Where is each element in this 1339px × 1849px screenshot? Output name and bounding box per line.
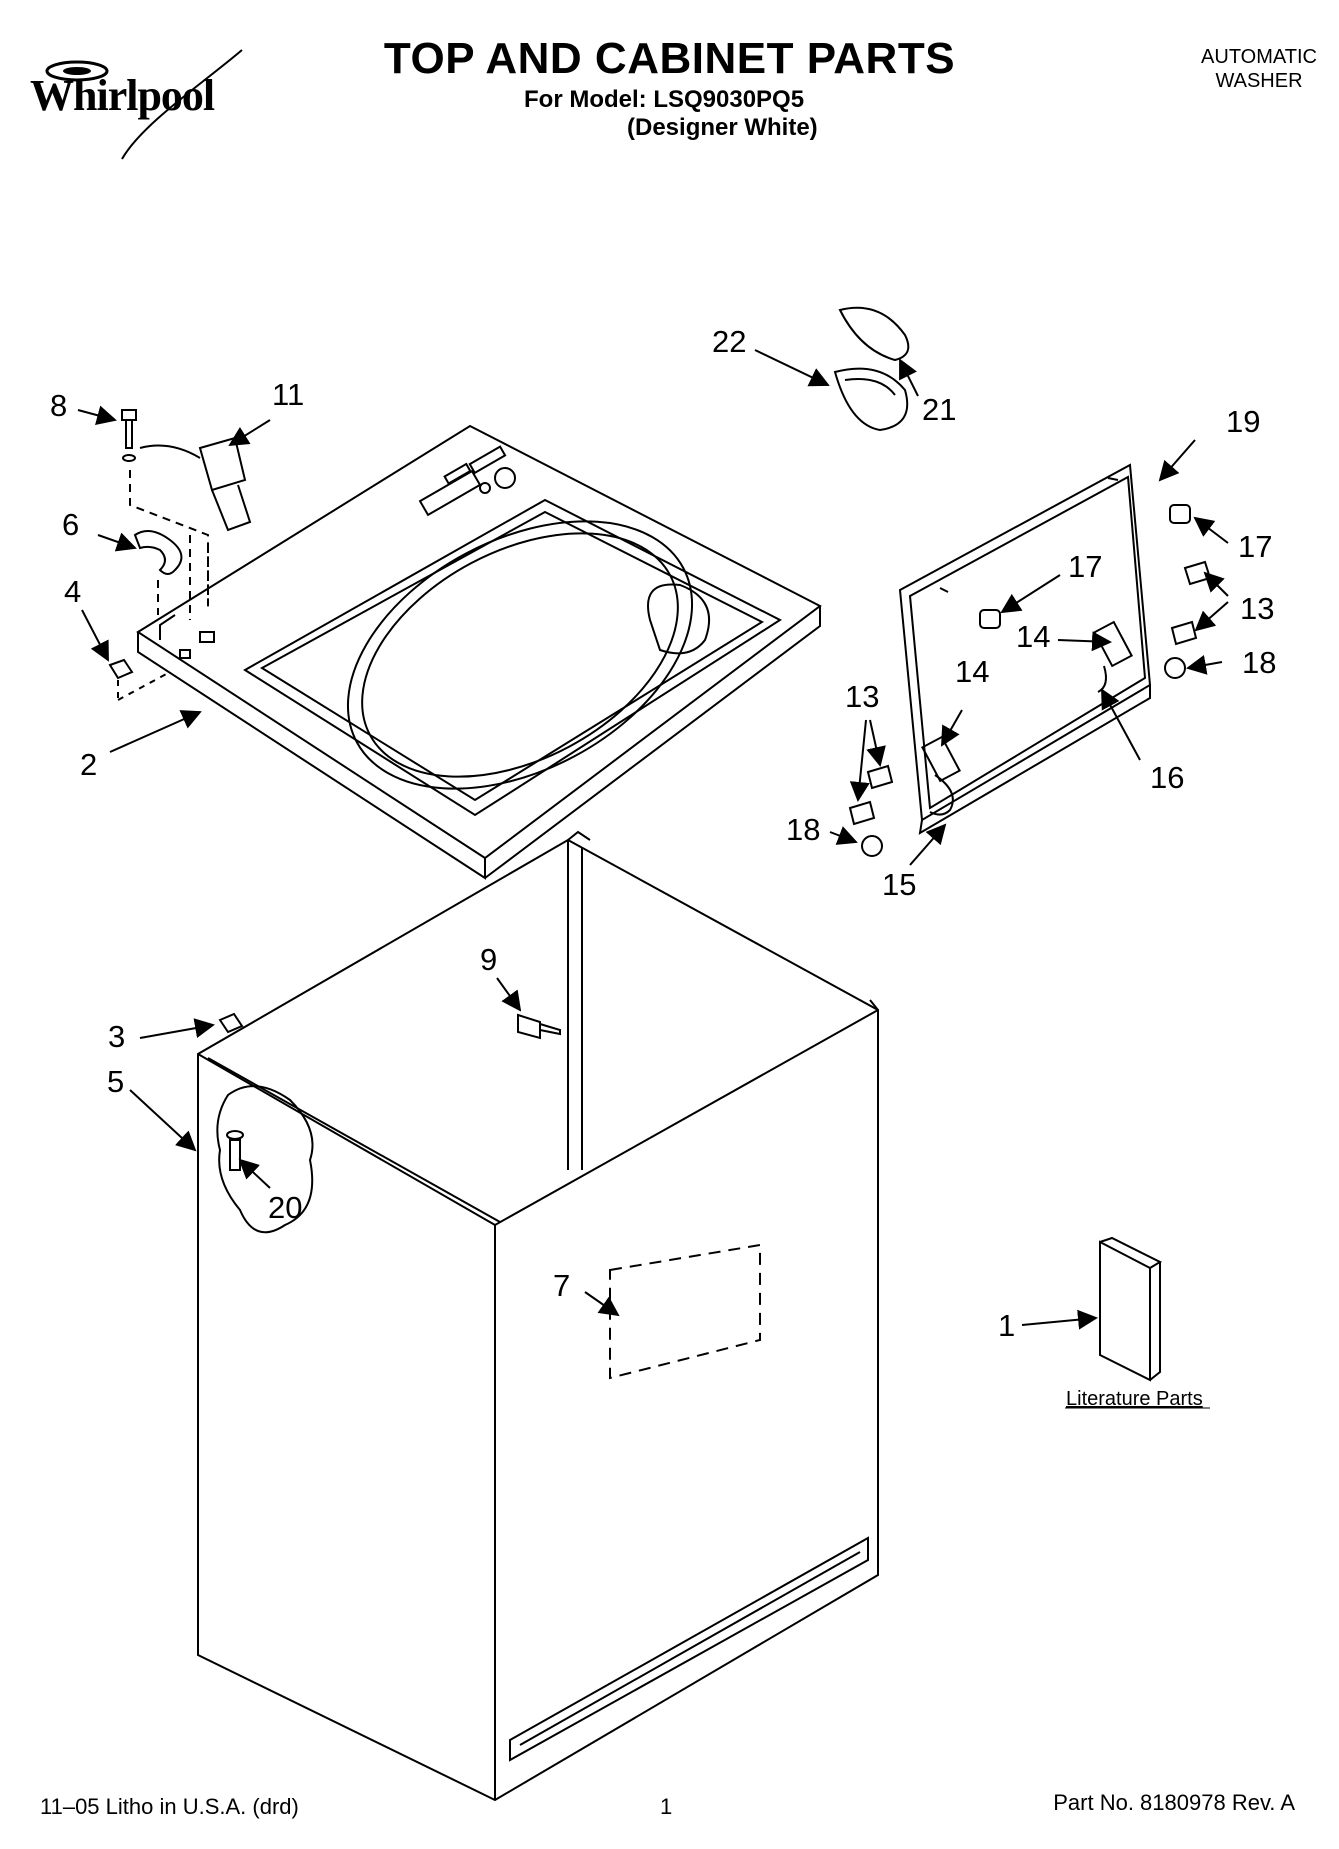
lid-19	[898, 463, 1152, 835]
callout-16: 16	[1150, 760, 1184, 795]
callout-17a: 17	[1238, 529, 1272, 564]
callout-1: 1	[998, 1308, 1015, 1343]
part-number: Part No. 8180978 Rev. A	[1053, 1790, 1295, 1815]
callout-6: 6	[62, 507, 79, 542]
callout-4: 4	[64, 574, 81, 609]
fasteners-right	[848, 504, 1212, 857]
callout-7: 7	[553, 1268, 570, 1303]
footer-litho: 11–05 Litho in U.S.A. (drd)	[40, 1794, 299, 1819]
top-panel	[136, 424, 822, 880]
callout-9: 9	[480, 942, 497, 977]
callout-8: 8	[50, 388, 67, 423]
product-type-line2: WASHER	[1215, 70, 1303, 92]
callout-3: 3	[108, 1019, 125, 1054]
callout-15: 15	[882, 867, 916, 902]
lid-switch	[139, 436, 252, 532]
cabinet	[197, 830, 879, 1802]
callout-22: 22	[712, 324, 746, 359]
callout-18b: 18	[786, 812, 820, 847]
model-variant: (Designer White)	[627, 114, 818, 141]
callout-2: 2	[80, 747, 97, 782]
literature-parts-label: Literature Parts	[1066, 1388, 1203, 1410]
callout-20: 20	[268, 1190, 302, 1225]
callout-13a: 13	[1240, 591, 1274, 626]
callout-14b: 14	[955, 654, 989, 689]
callout-19: 19	[1226, 404, 1260, 439]
clip-6	[133, 530, 183, 575]
logo-wordmark: Whirlpool	[30, 71, 215, 120]
nut-4	[108, 658, 134, 680]
callout-14a: 14	[1016, 619, 1050, 654]
page-number: 1	[660, 1794, 673, 1819]
screw-8	[121, 409, 137, 462]
callout-5: 5	[107, 1064, 124, 1099]
literature-book	[1099, 1236, 1163, 1382]
whirlpool-logo	[22, 44, 262, 164]
callout-11: 11	[272, 377, 304, 412]
callout-13b: 13	[845, 679, 879, 714]
logo-swoosh-icon	[45, 49, 243, 160]
product-type-line1: AUTOMATIC	[1201, 46, 1317, 68]
callout-17b: 17	[1068, 549, 1102, 584]
callout-18a: 18	[1242, 645, 1276, 680]
callout-21: 21	[922, 392, 956, 427]
dispenser-cup	[833, 306, 910, 432]
page-title: TOP AND CABINET PARTS	[383, 34, 956, 83]
model-line: For Model: LSQ9030PQ5	[524, 86, 805, 113]
